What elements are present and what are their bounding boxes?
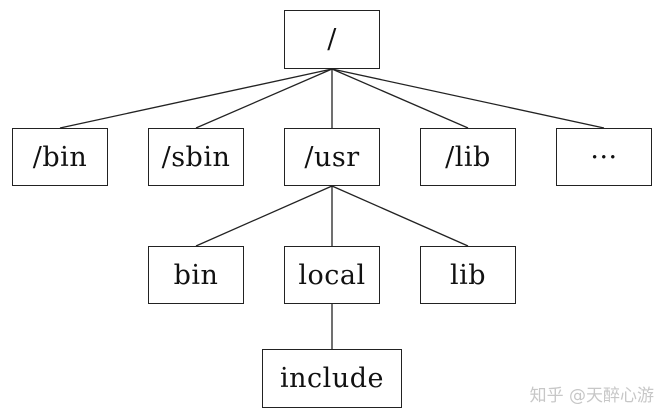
node-usr-lib: lib [420,246,516,304]
node-root: / [284,10,380,69]
edge-more-to-more [331,68,605,129]
node-include: include [262,349,402,408]
node-sbin: /sbin [148,128,244,186]
watermark-text: 知乎 @天醉心游 [529,386,654,406]
node-lib: /lib [420,128,516,186]
node-bin: /bin [12,128,108,186]
node-usr: /usr [284,128,380,186]
edge-usr-to-bin [195,185,333,247]
edge-more-to-bin [59,68,333,129]
node-more: ··· [556,128,652,186]
edge-more-to-sbin [195,68,333,129]
node-usr-local: local [284,246,380,304]
node-usr-bin: bin [148,246,244,304]
edge-more-to-lib [331,68,469,129]
edge-usr-to-lib [331,185,469,247]
